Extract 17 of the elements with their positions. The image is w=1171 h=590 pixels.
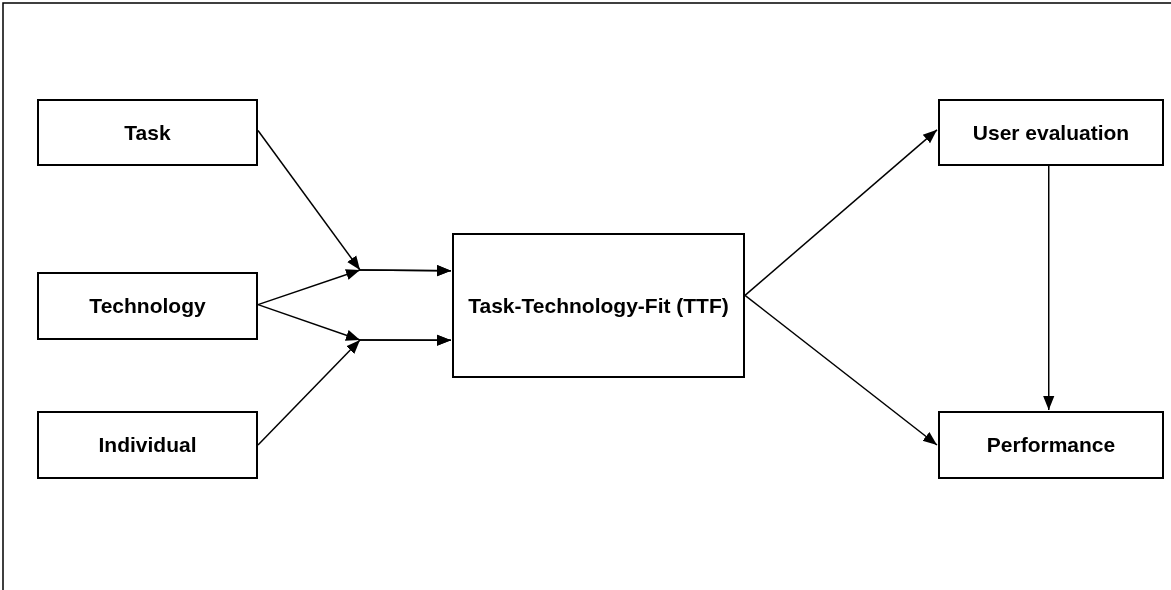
- node-label: Task: [124, 119, 171, 146]
- node-label: Technology: [89, 293, 206, 320]
- process-box: [938, 99, 1164, 166]
- arrow: [257, 265, 452, 306]
- process-box: [452, 233, 745, 378]
- process-box: [37, 272, 258, 340]
- node-label: Task-Technology-Fit (TTF): [468, 292, 729, 319]
- process-box: [37, 99, 258, 166]
- node-label: Performance: [986, 432, 1116, 459]
- arrow: [744, 129, 938, 297]
- process-box: [938, 411, 1164, 479]
- arrow: [1043, 165, 1055, 411]
- node-label: User evaluation: [972, 119, 1130, 146]
- arrow: [257, 334, 452, 446]
- process-box: [37, 411, 258, 479]
- arrow: [744, 294, 938, 446]
- node-label: Individual: [98, 432, 197, 459]
